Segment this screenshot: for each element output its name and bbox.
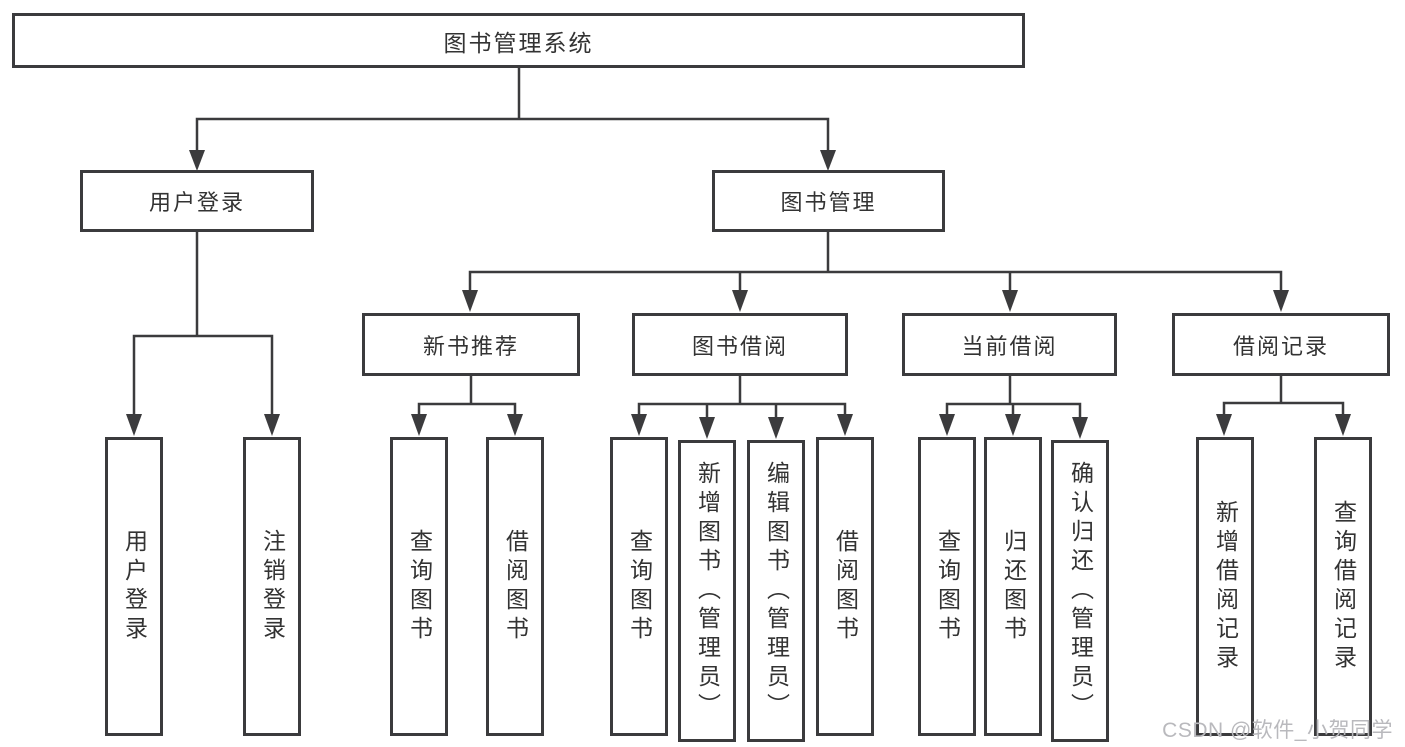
node-book-management: 图书管理: [712, 170, 945, 232]
leaf-borrow-books-recommend: 借阅图书: [486, 437, 544, 736]
leaf-edit-book-admin-label: 编辑图书（管理员）: [763, 460, 790, 722]
leaf-confirm-return-admin: 确认归还（管理员）: [1051, 440, 1109, 742]
leaf-return-book: 归还图书: [984, 437, 1042, 736]
leaf-confirm-return-admin-label: 确认归还（管理员）: [1067, 460, 1094, 722]
leaf-add-book-admin-label: 新增图书（管理员）: [694, 460, 721, 722]
leaf-logout-label: 注销登录: [259, 528, 286, 645]
connector-level2-branch: [195, 117, 830, 153]
leaf-user-login: 用户登录: [105, 437, 163, 736]
leaf-add-borrow-record: 新增借阅记录: [1196, 437, 1254, 736]
node-current-borrow: 当前借阅: [902, 313, 1117, 376]
leaf-user-login-label: 用户登录: [121, 528, 148, 645]
leaf-add-book-admin: 新增图书（管理员）: [678, 440, 736, 742]
leaf-query-books-borrow: 查询图书: [610, 437, 668, 736]
leaf-borrow-books: 借阅图书: [816, 437, 874, 736]
leaf-query-books-borrow-label: 查询图书: [626, 528, 653, 645]
node-root: 图书管理系统: [12, 13, 1025, 68]
leaf-borrow-books-recommend-label: 借阅图书: [502, 528, 529, 645]
arrowheads: [126, 150, 1351, 439]
node-new-book-recommend: 新书推荐: [362, 313, 580, 376]
leaf-query-books-recommend-label: 查询图书: [406, 528, 433, 645]
leaf-edit-book-admin: 编辑图书（管理员）: [747, 440, 805, 742]
leaf-return-book-label: 归还图书: [1000, 528, 1027, 645]
node-user-login: 用户登录: [80, 170, 314, 232]
node-book-borrow: 图书借阅: [632, 313, 848, 376]
leaf-query-books-recommend: 查询图书: [390, 437, 448, 736]
watermark: CSDN @软件_小贺同学: [1162, 719, 1393, 742]
leaf-query-borrow-record: 查询借阅记录: [1314, 437, 1372, 736]
leaf-query-books-current-label: 查询图书: [934, 528, 961, 645]
leaf-query-books-current: 查询图书: [918, 437, 976, 736]
leaf-query-borrow-record-label: 查询借阅记录: [1330, 499, 1357, 674]
connector-userlogin-branch: [132, 334, 274, 417]
node-borrow-record: 借阅记录: [1172, 313, 1390, 376]
leaf-add-borrow-record-label: 新增借阅记录: [1212, 499, 1239, 674]
leaf-logout: 注销登录: [243, 437, 301, 736]
connector-level3-branch: [468, 270, 1283, 292]
leaf-borrow-books-label: 借阅图书: [832, 528, 859, 645]
